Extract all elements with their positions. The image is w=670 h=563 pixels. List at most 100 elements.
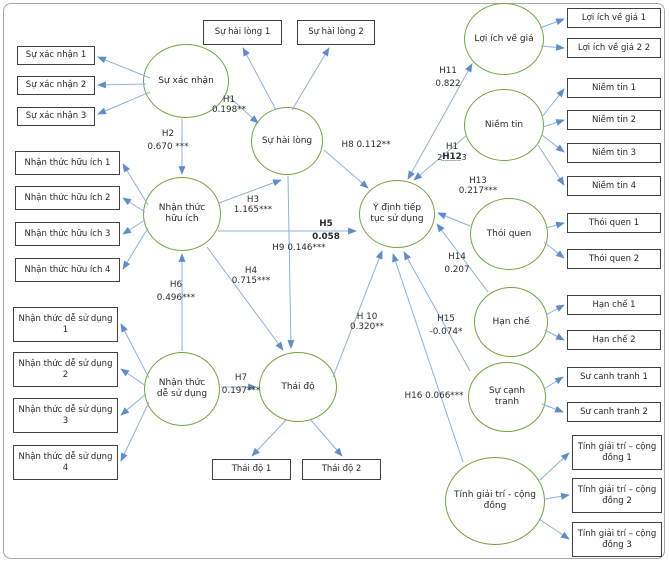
edge-confirmation-2 bbox=[97, 81, 147, 89]
h6-value: 0.496*** bbox=[156, 293, 196, 304]
path-label-h16: H16 0.066*** bbox=[405, 391, 464, 401]
latent-han-che: Hạn chế bbox=[474, 287, 548, 357]
h4-value: 0.715*** bbox=[231, 276, 271, 287]
edge-price-2 bbox=[540, 43, 565, 51]
edge-competition-1 bbox=[543, 376, 564, 390]
indicator-niem-tin-1: Niềm tin 1 bbox=[567, 78, 661, 98]
indicator-thai-do-1: Thái độ 1 bbox=[212, 459, 291, 480]
indicator-su-hai-long-1: Sự hài lòng 1 bbox=[203, 20, 282, 45]
indicator-de-su-dung-1: Nhận thức dễ sử dụng 1 bbox=[13, 307, 118, 342]
edge-usefulness-4 bbox=[122, 227, 149, 270]
path-label-h15: H15 -0.074* bbox=[430, 314, 463, 338]
h12-suffix: 3 bbox=[461, 152, 467, 162]
edge-limitation-2 bbox=[544, 329, 565, 341]
path-label-h7: H7 0.197*** bbox=[222, 373, 260, 397]
indicator-canh-tranh-2: Sư canh tranh 2 bbox=[567, 402, 661, 422]
h12-name: H12 bbox=[442, 152, 462, 163]
indicator-loi-ich-2: Lợi ích về giá 2 2 bbox=[567, 38, 661, 58]
indicator-de-su-dung-3: Nhận thức dễ sử dụng 3 bbox=[13, 398, 118, 433]
indicator-huu-ich-4: Nhận thức hữu ích 4 bbox=[15, 258, 120, 282]
h11-value: 0.822 bbox=[435, 79, 461, 90]
h7-name: H7 bbox=[234, 373, 248, 383]
h2-name: H2 bbox=[161, 129, 175, 139]
edge-satisfaction-1 bbox=[242, 47, 277, 111]
edge-usefulness-2 bbox=[122, 197, 146, 213]
h1-value: 0.198** bbox=[212, 105, 246, 116]
indicator-huu-ich-1: Nhận thức hữu ích 1 bbox=[15, 151, 120, 175]
latent-nhan-thuc-huu-ich: Nhận thức hữu ích bbox=[143, 177, 221, 251]
h12-line1: H1 bbox=[445, 142, 459, 152]
edge-attitude-2 bbox=[309, 418, 343, 457]
latent-niem-tin: Niềm tin bbox=[464, 89, 544, 161]
edge-limitation-1 bbox=[545, 304, 565, 316]
edge-h1 bbox=[226, 94, 259, 124]
edge-h3 bbox=[218, 179, 282, 204]
indicator-thoi-quen-2: Thói quen 2 bbox=[567, 249, 661, 269]
h14-value: 0.207 bbox=[444, 265, 470, 276]
h4-name: H4 bbox=[244, 266, 258, 276]
h9-text: H9 0.146*** bbox=[272, 243, 326, 253]
h11-name: H11 bbox=[439, 66, 457, 76]
h10-value: 0.320** bbox=[350, 322, 384, 333]
h15-name: H15 bbox=[437, 314, 455, 324]
h6-name: H6 bbox=[169, 280, 183, 290]
edge-attitude-1 bbox=[251, 419, 287, 457]
edge-habit-1 bbox=[545, 221, 565, 229]
edge-trust-4 bbox=[537, 144, 565, 186]
indicator-canh-tranh-1: Sư canh tranh 1 bbox=[567, 367, 661, 387]
edge-h16 bbox=[392, 253, 464, 463]
edge-h9 bbox=[287, 175, 295, 349]
latent-y-dinh-tiep-tuc: Ý định tiếp tục sử dụng bbox=[359, 180, 435, 248]
measurement-arrows bbox=[97, 18, 570, 540]
h13-name: H13 bbox=[469, 176, 487, 186]
h16-text: H16 0.066*** bbox=[404, 391, 464, 401]
path-label-h1: H1 0.198** bbox=[212, 95, 246, 116]
latent-thai-do: Thái độ bbox=[259, 352, 337, 422]
edge-confirmation-3 bbox=[97, 91, 151, 115]
latent-tinh-giai-tri-cong-dong: Tính giải trí - cộng đồng bbox=[445, 457, 545, 545]
indicator-loi-ich-1: Lợi ích về giá 1 bbox=[567, 8, 661, 28]
edge-usefulness-1 bbox=[122, 163, 149, 206]
h7-value: 0.197*** bbox=[221, 386, 261, 397]
edge-h13 bbox=[437, 212, 471, 227]
latent-nhan-thuc-de-su-dung: Nhận thức dễ sử dụng bbox=[144, 352, 220, 426]
edge-h10 bbox=[332, 250, 383, 378]
edge-trust-2 bbox=[542, 119, 565, 128]
latent-su-hai-long: Sự hài lòng bbox=[251, 107, 323, 175]
path-label-h14: H14 0.207 bbox=[444, 252, 469, 276]
edge-h15 bbox=[403, 251, 471, 372]
h13-value: 0.217*** bbox=[458, 186, 498, 197]
latent-loi-ich-ve-gia: Lợi ích về giá bbox=[464, 3, 544, 75]
indicator-niem-tin-3: Niềm tin 3 bbox=[567, 143, 661, 163]
latent-su-canh-tranh: Sự cạnh tranh bbox=[468, 362, 546, 432]
path-label-h6: H6 0.496*** bbox=[157, 280, 195, 304]
h14-name: H14 bbox=[448, 252, 466, 262]
edge-ease-4 bbox=[120, 401, 150, 462]
structural-arrows bbox=[178, 63, 489, 463]
path-label-h10: H 10 0.320** bbox=[350, 312, 384, 333]
indicator-thai-do-2: Thái độ 2 bbox=[302, 459, 381, 480]
indicator-huu-ich-3: Nhận thức hữu ích 3 bbox=[15, 222, 120, 246]
path-label-h4: H4 0.715*** bbox=[232, 266, 270, 287]
h3-value: 1.165*** bbox=[233, 205, 273, 216]
h5-name: H5 bbox=[319, 219, 333, 229]
edge-h12 bbox=[413, 135, 467, 181]
edge-ease-2 bbox=[120, 368, 147, 387]
indicator-han-che-2: Hạn chế 2 bbox=[567, 330, 661, 350]
diagram-border bbox=[3, 3, 665, 559]
h10-name: H 10 bbox=[356, 312, 378, 322]
h8-text: H8 0.112** bbox=[341, 140, 391, 150]
edge-habit-2 bbox=[543, 241, 565, 259]
h3-name: H3 bbox=[246, 195, 260, 205]
latent-su-xac-nhan: Sự xác nhận bbox=[143, 44, 229, 118]
h5-value: 0.058 bbox=[312, 232, 340, 243]
edge-confirmation-1 bbox=[97, 56, 151, 79]
edge-competition-2 bbox=[541, 403, 564, 413]
edge-h8 bbox=[323, 149, 369, 189]
edge-trust-3 bbox=[541, 134, 565, 153]
indicator-giai-tri-3: Tính giải trí – cộng đồng 3 bbox=[572, 522, 662, 557]
